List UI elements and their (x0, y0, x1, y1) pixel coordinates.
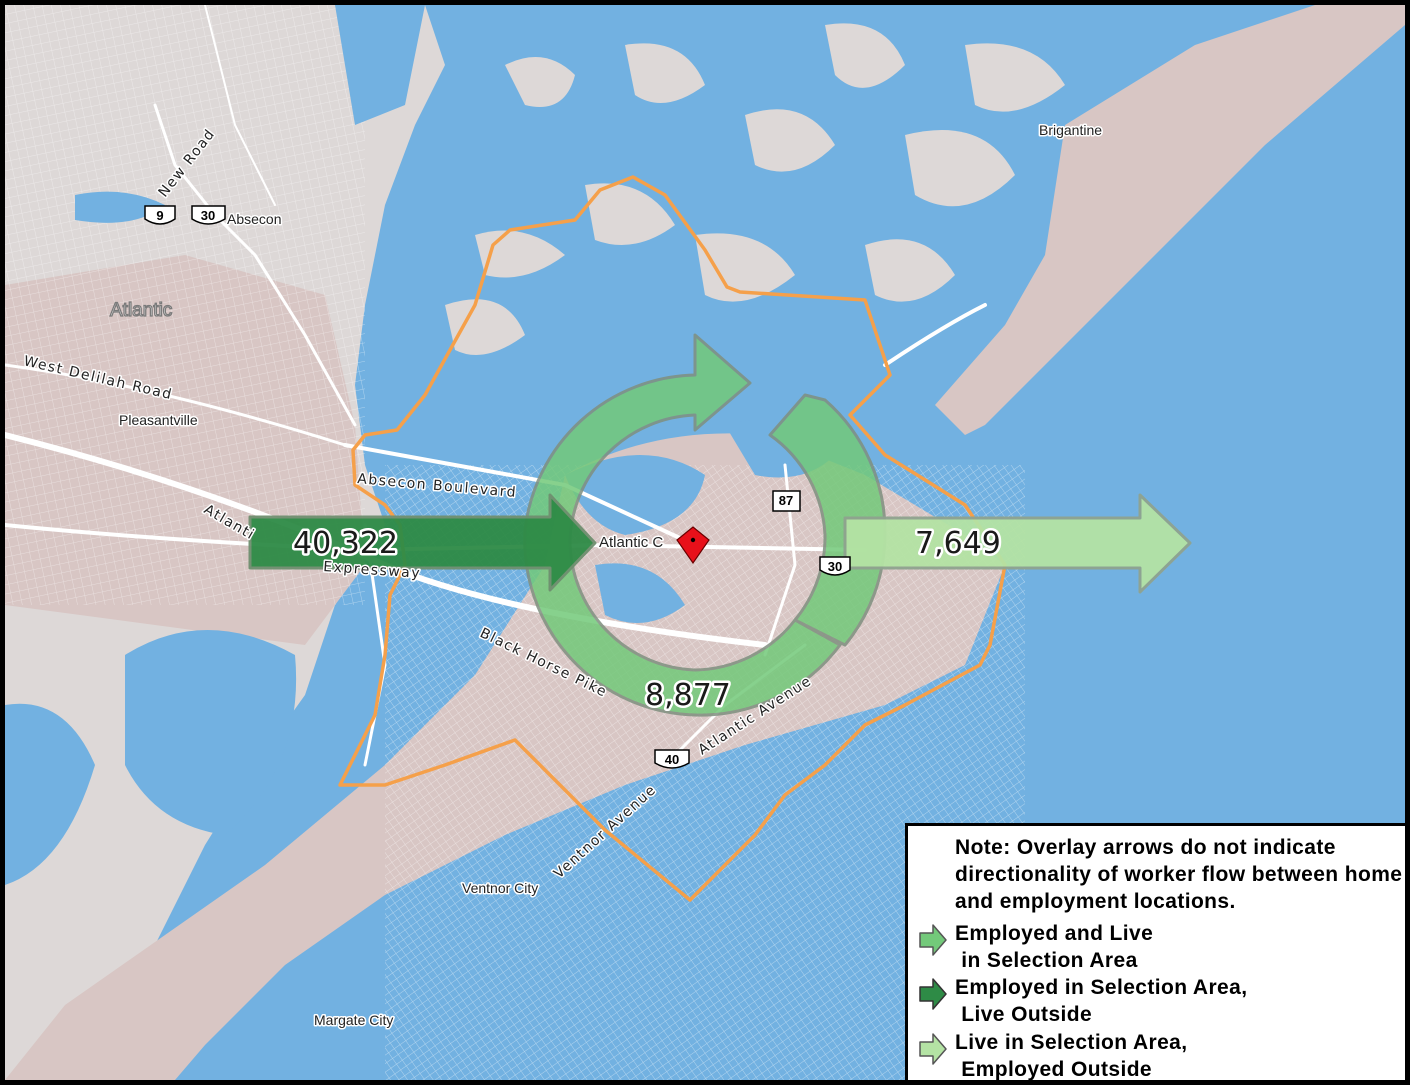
flow-value-employed-inside-live-outside: 40,322 (293, 526, 398, 561)
place-atlantic: Atlantic (110, 300, 172, 321)
map-canvas[interactable]: 9 30 87 40 30 Absecon Atlantic Pleasantv… (5, 5, 1405, 1080)
marsh-water (5, 703, 95, 885)
route-87-shield: 87 (772, 490, 801, 512)
place-margate-city: Margate City (314, 1012, 393, 1028)
barrier-island (935, 5, 1405, 435)
selection-area-outline (338, 175, 1007, 902)
mainland-streets (5, 5, 365, 605)
legend-label-employed-inside-live-outside: Employed in Selection Area, Live Outside (955, 976, 1248, 1026)
flow-value-employed-and-live-inside: 8,877 (645, 678, 731, 713)
legend-item-employed-inside-live-outside: Employed in Selection Area, Live Outside (918, 974, 1398, 1028)
legend-item-live-inside-employed-outside: Live in Selection Area, Employed Outside (918, 1029, 1398, 1081)
pale-green-arrow-icon (919, 1033, 947, 1065)
legend: Note: Overlay arrows do not indicate dir… (905, 823, 1405, 1081)
employed-and-live-cycle-arrow (523, 333, 887, 717)
place-brigantine: Brigantine (1039, 122, 1102, 138)
legend-item-employed-and-live: Employed and Live in Selection Area (918, 920, 1398, 974)
place-absecon: Absecon (227, 211, 281, 227)
employed-inside-live-outside-arrow (248, 493, 597, 592)
bay-inlet (75, 191, 165, 223)
us-route-30-label: 30 (201, 208, 215, 223)
place-pleasantville: Pleasantville (119, 412, 198, 428)
us-route-40-label: 40 (665, 752, 679, 767)
marsh-water (125, 630, 297, 835)
legend-note: Note: Overlay arrows do not indicate dir… (955, 836, 1403, 913)
legend-label-live-inside-employed-outside: Live in Selection Area, Employed Outside (955, 1031, 1188, 1081)
us-route-30-east-label: 30 (828, 559, 842, 574)
selection-marker-icon[interactable] (676, 526, 710, 565)
bay-inlet (335, 5, 425, 125)
place-ventnor-city: Ventnor City (462, 880, 538, 896)
legend-label-employed-and-live: Employed and Live in Selection Area (955, 922, 1154, 972)
place-atlantic-city: Atlantic C (599, 534, 663, 551)
dark-green-arrow-icon (919, 978, 947, 1010)
channel (595, 563, 685, 623)
us-route-9-shield: 9 (144, 205, 176, 225)
us-route-30-shield: 30 (191, 205, 226, 225)
us-route-30-east-shield: 30 (819, 556, 851, 576)
channel (565, 455, 705, 535)
light-green-arrow-icon (919, 924, 947, 956)
route-87-label: 87 (779, 493, 793, 508)
us-route-40-shield: 40 (654, 749, 690, 769)
us-route-9-label: 9 (156, 208, 163, 223)
flow-value-live-inside-employed-outside: 7,649 (915, 526, 1001, 561)
live-inside-employed-outside-arrow (843, 493, 1192, 594)
